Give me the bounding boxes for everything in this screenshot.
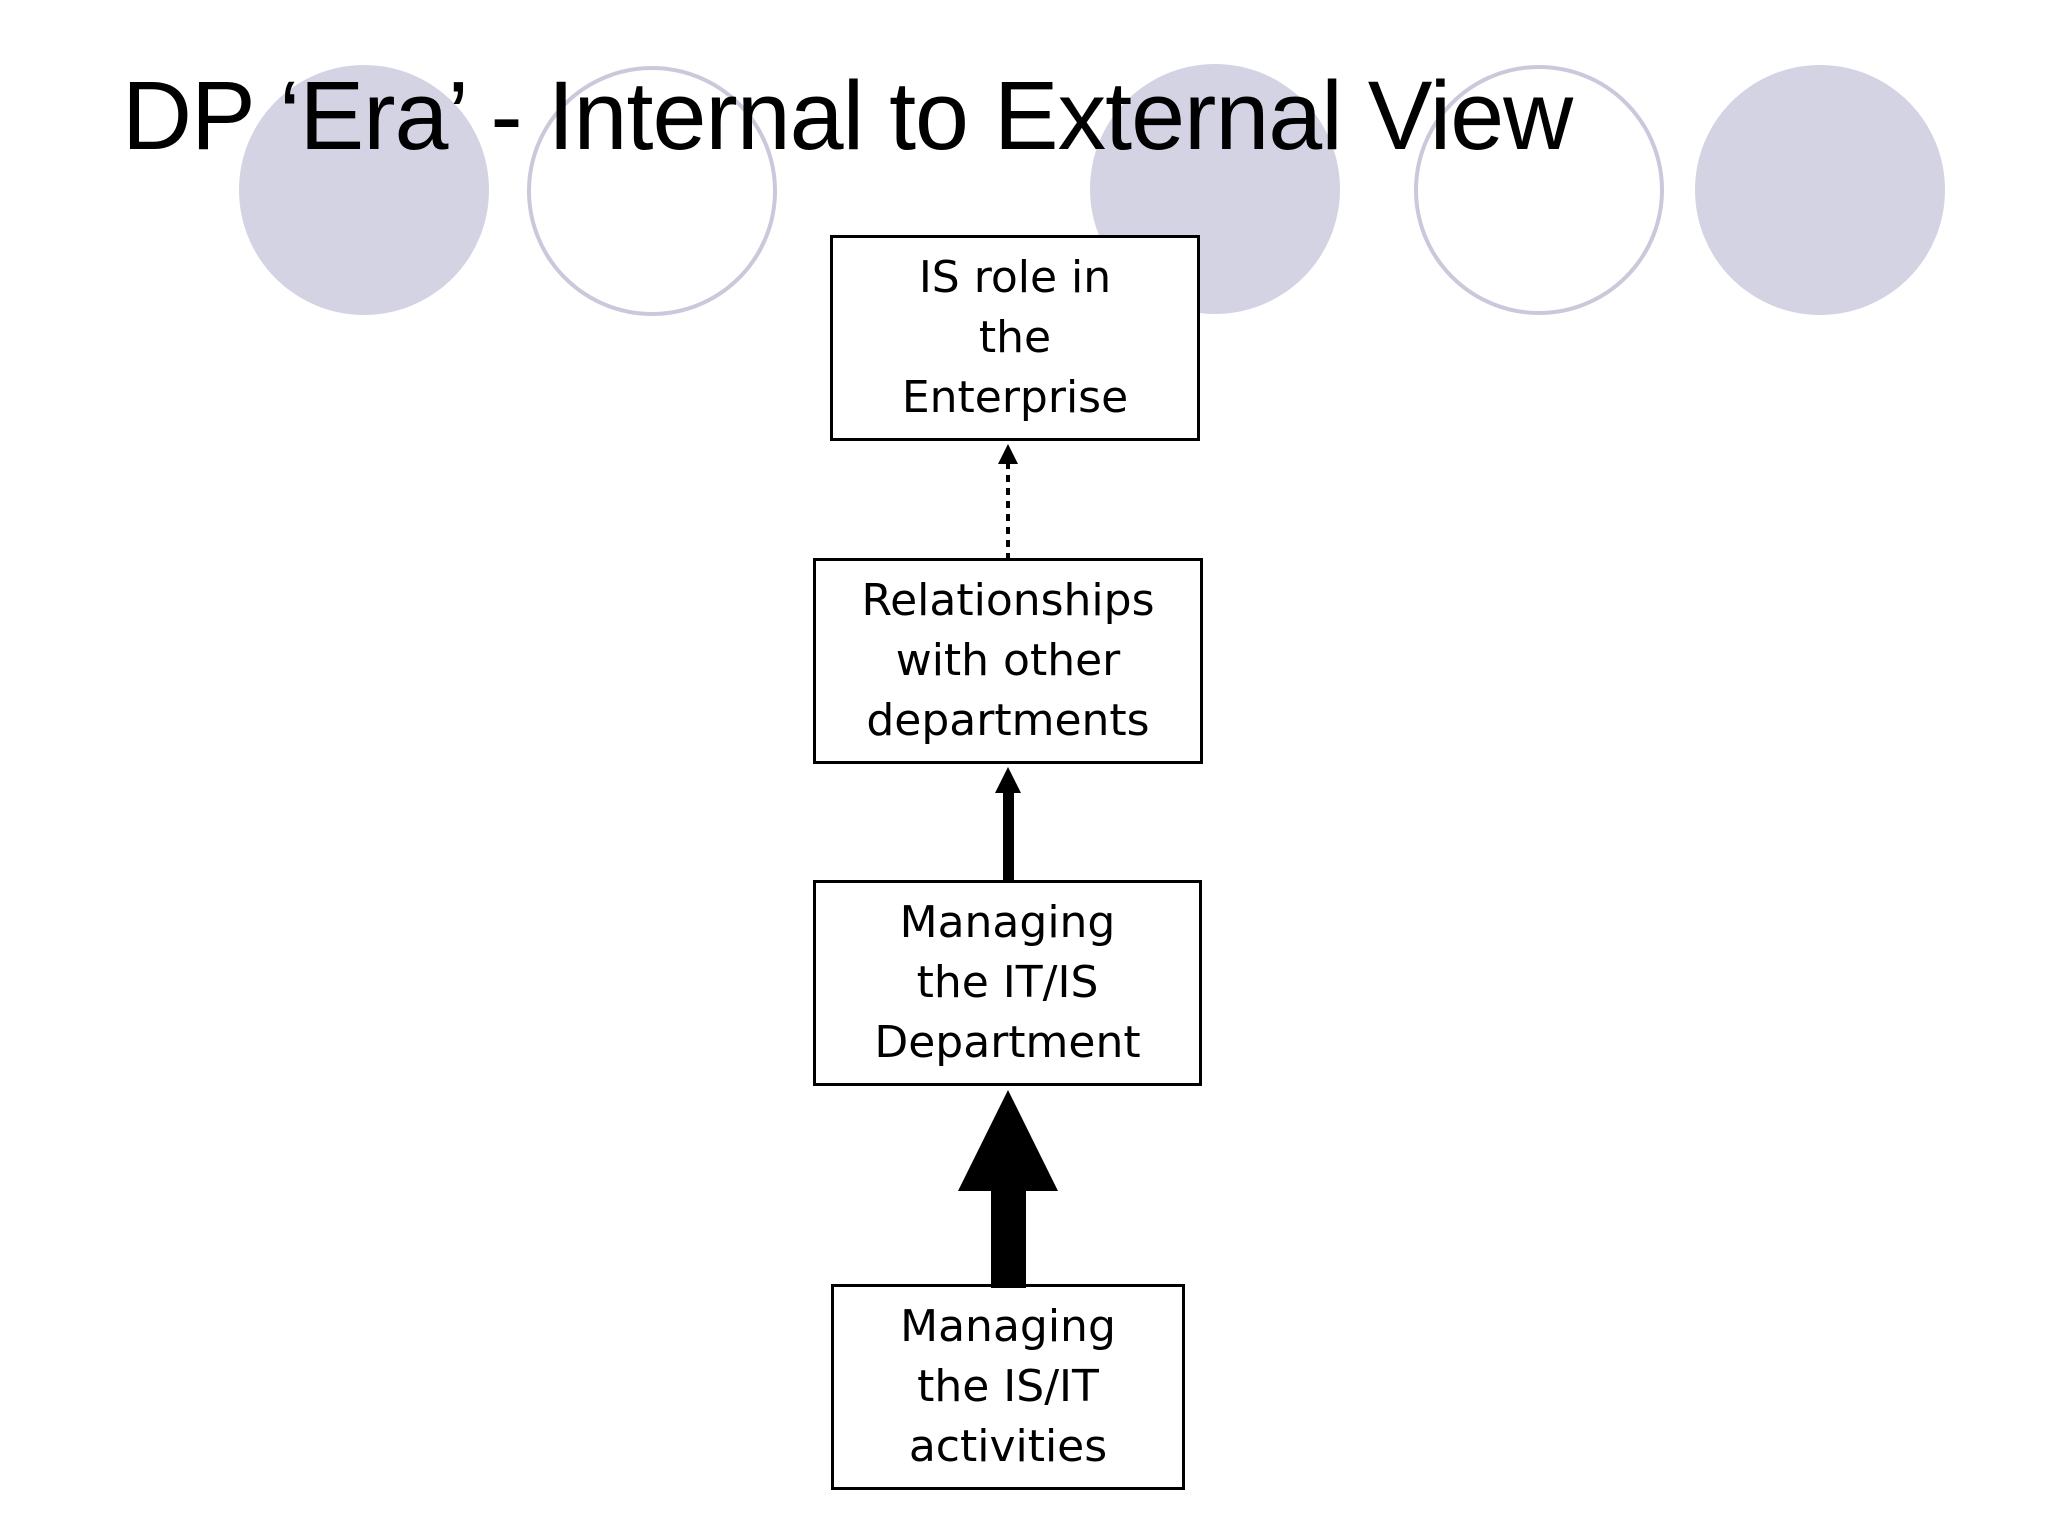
decorative-circle-outlined-2 (1414, 65, 1664, 315)
decorative-circle-filled-3 (1695, 65, 1945, 315)
diagram-box-is-role-in-the-enterprise: IS role in the Enterprise (830, 235, 1200, 441)
dashed-arrow-line (1006, 462, 1010, 559)
diagram-box-managing-the-is-it-activities: Managing the IS/IT activities (831, 1284, 1185, 1490)
slide-title: DP ‘Era’ - Internal to External View (122, 61, 1573, 170)
diagram-box-managing-the-it-is-department: Managing the IT/IS Department (813, 880, 1202, 1086)
box-label-managing-activities: Managing the IS/IT activities (900, 1301, 1116, 1472)
box-label-managing-dept: Managing the IT/IS Department (874, 897, 1141, 1068)
diagram-box-relationships-with-other-departments: Relationships with other departments (813, 558, 1203, 764)
decorative-circle-filled-1 (239, 65, 489, 315)
thick-arrow-up-head-icon (958, 1090, 1058, 1191)
medium-arrow-up-head-icon (995, 767, 1021, 793)
thick-arrow-shaft (991, 1190, 1026, 1288)
box-label-relationships: Relationships with other departments (861, 575, 1155, 746)
decorative-circle-outlined-1 (527, 66, 777, 316)
dashed-arrow-up-head-icon (998, 444, 1018, 464)
medium-arrow-shaft (1003, 791, 1014, 881)
box-label-is-role: IS role in the Enterprise (901, 252, 1129, 423)
